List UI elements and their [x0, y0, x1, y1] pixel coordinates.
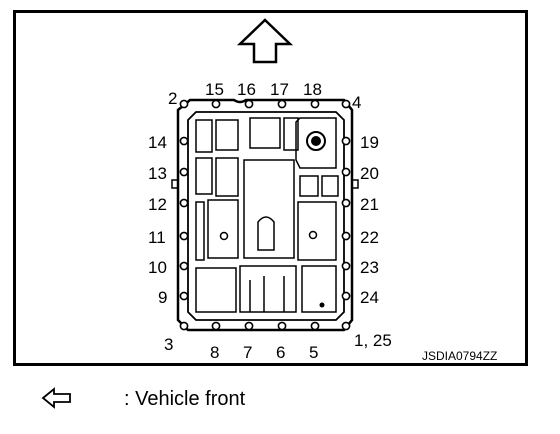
bolt-20 — [341, 167, 351, 177]
legend: : Vehicle front — [40, 386, 340, 416]
pan-feature-hole — [219, 231, 229, 241]
bolt-label-17: 17 — [270, 80, 289, 99]
bolt-label-7: 7 — [243, 343, 252, 362]
bolt-3 — [179, 321, 189, 331]
bolt-label-24: 24 — [360, 288, 379, 307]
bolt-19 — [341, 136, 351, 146]
front-arrow-icon — [236, 18, 294, 64]
bolt-label-18: 18 — [303, 80, 322, 99]
bolt-13 — [179, 167, 189, 177]
bolt-labels: 1, 25 2 3 4 5 6 7 8 9 10 11 12 13 14 15 … — [148, 80, 392, 362]
bolt-label-9: 9 — [158, 288, 167, 307]
bolt-label-4: 4 — [352, 93, 361, 112]
bolt-5 — [310, 321, 320, 331]
bolt-9 — [179, 291, 189, 301]
bolt-label-15: 15 — [205, 80, 224, 99]
bolt-label-20: 20 — [360, 164, 379, 183]
bolt-4 — [341, 99, 351, 109]
bolt-6 — [277, 321, 287, 331]
arrow-left-icon — [41, 387, 71, 409]
bolt-17 — [277, 99, 287, 109]
bolt-23 — [341, 261, 351, 271]
pan-feature-hole — [308, 230, 318, 240]
bolt-7 — [244, 321, 254, 331]
bolt-8 — [211, 321, 221, 331]
bolt-label-23: 23 — [360, 258, 379, 277]
bolt-label-3: 3 — [164, 335, 173, 354]
oil-pan-outline — [171, 98, 359, 332]
bolt-21 — [341, 198, 351, 208]
pan-feature-hole — [319, 302, 325, 308]
bolt-label-8: 8 — [210, 343, 219, 362]
bolt-12 — [179, 198, 189, 208]
bolt-1-25 — [341, 321, 351, 331]
bolt-label-11: 11 — [148, 228, 166, 247]
bolt-11 — [179, 231, 189, 241]
bolt-label-10: 10 — [148, 258, 167, 277]
bolt-label-12: 12 — [148, 195, 167, 214]
bolt-label-21: 21 — [360, 195, 379, 214]
bolt-label-14: 14 — [148, 133, 167, 152]
bolt-16 — [244, 99, 254, 109]
bolt-15 — [211, 99, 221, 109]
bolt-24 — [341, 291, 351, 301]
bolt-18 — [310, 99, 320, 109]
bolt-label-19: 19 — [360, 133, 379, 152]
bolt-22 — [341, 231, 351, 241]
bolt-label-16: 16 — [237, 80, 256, 99]
bolt-label-22: 22 — [360, 228, 379, 247]
drain-plug — [306, 131, 326, 151]
diagram-code: JSDIA0794ZZ — [422, 349, 497, 363]
bolt-label-6: 6 — [276, 343, 285, 362]
bolt-label-5: 5 — [309, 343, 318, 362]
legend-text: : Vehicle front — [124, 388, 246, 410]
bolt-14 — [179, 136, 189, 146]
bolt-holes — [179, 99, 351, 331]
bolt-2 — [179, 99, 189, 109]
diagram-frame — [13, 10, 528, 366]
bolt-label-2: 2 — [168, 89, 177, 108]
bolt-label-13: 13 — [148, 164, 167, 183]
bolt-10 — [179, 261, 189, 271]
bolt-label-1-25: 1, 25 — [354, 331, 392, 350]
